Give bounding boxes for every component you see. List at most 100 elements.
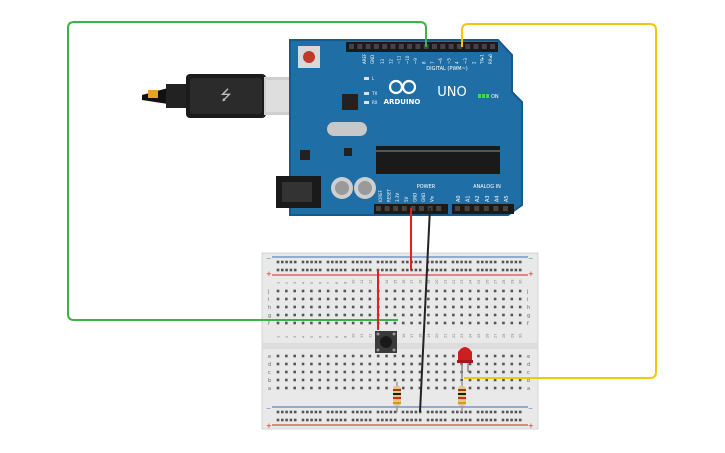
header-pin[interactable] [464,206,470,211]
breadboard-hole[interactable] [393,260,397,264]
breadboard-hole[interactable] [451,260,455,264]
breadboard-hole[interactable] [435,370,438,374]
breadboard-hole[interactable] [281,418,284,422]
breadboard-hole[interactable] [460,418,463,422]
breadboard-hole[interactable] [351,313,355,317]
breadboard-hole[interactable] [285,370,288,374]
breadboard-hole[interactable] [401,410,405,414]
breadboard-hole[interactable] [435,268,438,272]
breadboard-hole[interactable] [276,418,280,422]
breadboard-hole[interactable] [351,289,355,293]
breadboard-hole[interactable] [360,418,363,422]
breadboard-hole[interactable] [393,313,397,317]
breadboard-hole[interactable] [343,321,347,325]
breadboard-hole[interactable] [456,260,459,264]
breadboard-hole[interactable] [343,260,347,264]
breadboard-hole[interactable] [289,410,293,414]
breadboard-hole[interactable] [318,268,322,272]
breadboard-hole[interactable] [301,297,305,301]
breadboard-hole[interactable] [502,362,505,366]
breadboard-hole[interactable] [418,268,422,272]
breadboard-hole[interactable] [485,410,488,414]
breadboard-hole[interactable] [518,362,522,366]
black-wire-gnd[interactable] [419,207,431,413]
breadboard-hole[interactable] [301,305,305,309]
breadboard-hole[interactable] [326,410,330,414]
breadboard-hole[interactable] [326,370,330,374]
breadboard-hole[interactable] [318,370,322,374]
breadboard-hole[interactable] [376,354,380,358]
breadboard-hole[interactable] [414,260,418,264]
breadboard-hole[interactable] [452,289,455,293]
breadboard-hole[interactable] [518,418,522,422]
breadboard-hole[interactable] [385,321,388,325]
breadboard-hole[interactable] [343,410,347,414]
breadboard-hole[interactable] [339,418,343,422]
breadboard-hole[interactable] [360,386,363,390]
breadboard-hole[interactable] [514,268,518,272]
breadboard-hole[interactable] [293,260,297,264]
breadboard-hole[interactable] [356,418,359,422]
breadboard-hole[interactable] [281,410,284,414]
breadboard-hole[interactable] [318,321,322,325]
breadboard-hole[interactable] [501,418,505,422]
breadboard-hole[interactable] [293,354,296,358]
breadboard-hole[interactable] [389,268,393,272]
breadboard-hole[interactable] [435,418,438,422]
header-pin[interactable] [473,44,479,49]
header-pin[interactable] [481,44,487,49]
breadboard-hole[interactable] [435,289,438,293]
breadboard-hole[interactable] [410,354,413,358]
breadboard-hole[interactable] [443,370,447,374]
breadboard-hole[interactable] [276,370,280,374]
breadboard-hole[interactable] [460,305,463,309]
breadboard-hole[interactable] [506,418,509,422]
breadboard-hole[interactable] [456,268,459,272]
breadboard-hole[interactable] [510,378,514,382]
breadboard-hole[interactable] [385,354,388,358]
breadboard-hole[interactable] [510,418,513,422]
breadboard-hole[interactable] [418,305,422,309]
breadboard-hole[interactable] [493,410,497,414]
breadboard-hole[interactable] [518,305,522,309]
breadboard-hole[interactable] [301,268,305,272]
breadboard-hole[interactable] [481,268,484,272]
breadboard-hole[interactable] [301,321,305,325]
breadboard-hole[interactable] [276,313,280,317]
breadboard-hole[interactable] [506,260,509,264]
breadboard-hole[interactable] [376,260,380,264]
breadboard-hole[interactable] [468,386,472,390]
breadboard-hole[interactable] [368,354,372,358]
breadboard-hole[interactable] [518,370,522,374]
breadboard-hole[interactable] [364,260,368,264]
breadboard-hole[interactable] [443,386,447,390]
breadboard-hole[interactable] [368,370,372,374]
breadboard-hole[interactable] [427,362,430,366]
breadboard-hole[interactable] [468,362,472,366]
breadboard-hole[interactable] [460,297,463,301]
breadboard-hole[interactable] [285,313,288,317]
breadboard-hole[interactable] [364,268,368,272]
breadboard-hole[interactable] [351,321,355,325]
breadboard-hole[interactable] [301,289,305,293]
breadboard-hole[interactable] [502,386,505,390]
breadboard-hole[interactable] [281,268,284,272]
green-wire[interactable] [67,21,427,321]
breadboard-hole[interactable] [339,260,343,264]
breadboard-hole[interactable] [510,297,514,301]
breadboard-hole[interactable] [501,260,505,264]
breadboard-hole[interactable] [476,268,480,272]
breadboard-hole[interactable] [393,362,397,366]
breadboard-hole[interactable] [310,418,313,422]
breadboard-hole[interactable] [343,297,347,301]
header-pin[interactable] [401,206,407,211]
breadboard-hole[interactable] [401,313,405,317]
breadboard-hole[interactable] [401,370,405,374]
breadboard-hole[interactable] [364,410,368,414]
breadboard-hole[interactable] [435,297,438,301]
breadboard-hole[interactable] [452,378,455,382]
breadboard-hole[interactable] [418,362,422,366]
breadboard-hole[interactable] [401,418,405,422]
yellow-wire[interactable] [461,23,657,379]
breadboard-hole[interactable] [285,289,288,293]
